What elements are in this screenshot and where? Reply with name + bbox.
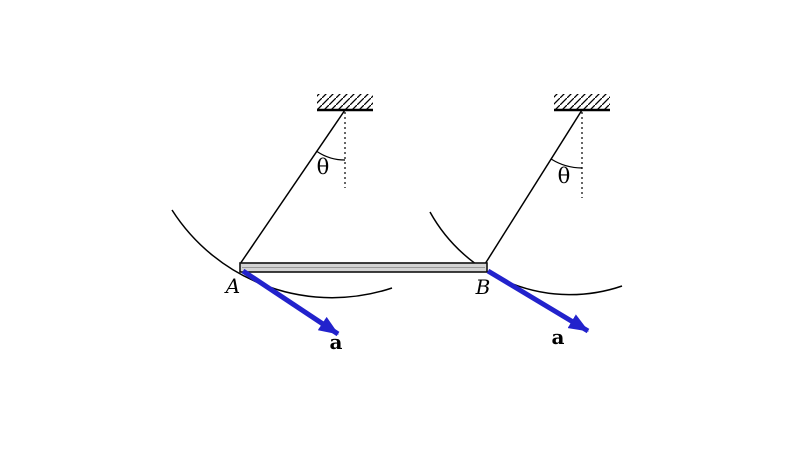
left-ceiling-support bbox=[317, 94, 373, 112]
point-b-label: B bbox=[475, 275, 491, 299]
left-ceiling-hatch bbox=[317, 94, 373, 109]
left-angle-theta-label: θ bbox=[317, 155, 330, 179]
right-string bbox=[484, 109, 583, 265]
left-acceleration-a-label: a bbox=[330, 330, 343, 354]
right-swing-path-curve bbox=[429, 211, 623, 296]
right-angle-arc bbox=[551, 158, 583, 169]
left-string bbox=[239, 109, 346, 265]
left-swing-path-curve bbox=[171, 209, 393, 299]
right-angle-theta-label: θ bbox=[558, 164, 571, 188]
right-ceiling-hatch bbox=[554, 94, 610, 109]
right-acceleration-a-label: a bbox=[552, 325, 565, 349]
point-a-label: A bbox=[224, 274, 240, 298]
left-acceleration-arrow bbox=[241, 268, 340, 337]
left-angle-arc bbox=[316, 151, 346, 161]
right-acceleration-arrow bbox=[486, 268, 590, 334]
right-ceiling-support bbox=[554, 94, 610, 112]
connecting-rod bbox=[239, 262, 488, 273]
